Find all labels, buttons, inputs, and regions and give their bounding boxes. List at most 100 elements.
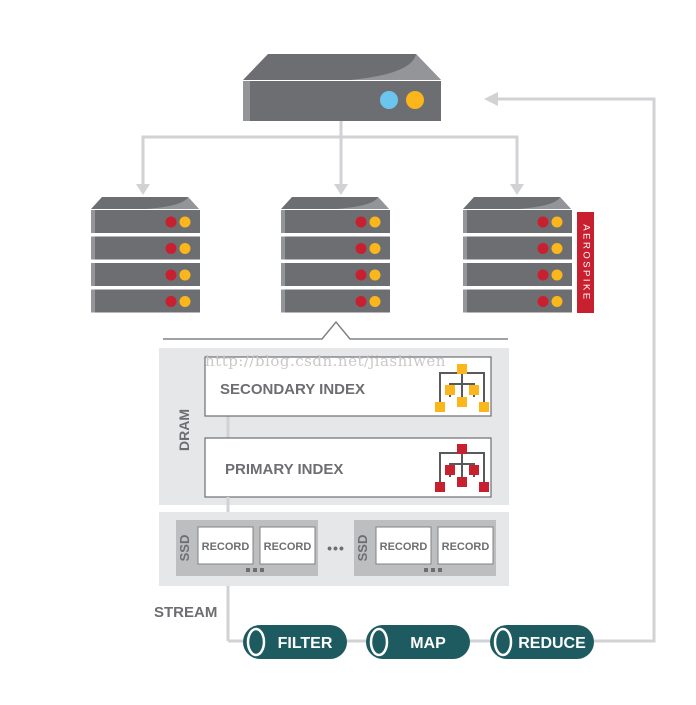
led-yellow-icon [179, 243, 191, 254]
led-red-icon [165, 243, 177, 254]
server-unit [463, 236, 572, 260]
unit-edge [281, 236, 285, 260]
unit-edge [463, 263, 467, 286]
led-yellow-icon [179, 216, 191, 228]
pipe-opening-icon [493, 627, 513, 657]
node-top-highlight [146, 197, 199, 209]
unit-edge [463, 236, 467, 260]
led-yellow-icon [369, 296, 381, 307]
record-box [259, 526, 316, 565]
stream-stages: FILTER MAP REDUCE [243, 625, 594, 659]
more-dot [253, 568, 257, 572]
led-yellow-icon [179, 296, 191, 307]
arrow-down-icon [136, 184, 150, 195]
tree-hierarchy-icon [435, 364, 489, 412]
led-yellow-icon [551, 269, 563, 281]
led-red-icon [537, 269, 549, 281]
cluster-node [91, 197, 200, 313]
record-label: RECORD [380, 541, 428, 553]
client-server [243, 54, 441, 121]
stage-reduce: REDUCE [490, 625, 594, 659]
server-unit [91, 263, 200, 286]
tree-node [469, 465, 479, 475]
tree-node [445, 465, 455, 475]
stage-pipe [490, 625, 594, 659]
more-dot [431, 568, 435, 572]
led-red-icon [537, 216, 549, 228]
ssd-ellipsis: ••• [327, 540, 345, 556]
unit-body [463, 289, 572, 313]
watermark-text: http://blog.csdn.net/jiashiwen [205, 352, 446, 370]
ssd-label: SSD [177, 535, 192, 562]
record-box [375, 526, 432, 565]
unit-body [281, 289, 390, 313]
fanout-arrowheads [136, 184, 524, 195]
server-unit [91, 210, 200, 233]
unit-edge [91, 210, 95, 233]
node-top-highlight [336, 197, 389, 209]
primary-index-box: PRIMARY INDEX [204, 437, 492, 498]
unit-edge [281, 289, 285, 313]
led-red-icon [355, 216, 367, 228]
server-unit [463, 263, 572, 286]
brand-label: AEROSPIKE [580, 223, 591, 302]
unit-body [91, 289, 200, 313]
tree-node [469, 385, 479, 395]
server-unit [463, 210, 572, 233]
aerospike-logo: AEROSPIKE [577, 212, 594, 313]
more-dot [246, 568, 250, 572]
server-unit [281, 236, 390, 260]
tree-node [435, 482, 445, 492]
arrow-down-icon [334, 184, 348, 195]
led-red-icon [537, 296, 549, 307]
server-unit [281, 289, 390, 313]
node-top-highlight [518, 197, 571, 209]
dram-label: DRAM [176, 409, 192, 451]
server-unit [463, 289, 572, 313]
pipe-opening-icon [369, 627, 389, 657]
stage-label: MAP [410, 635, 446, 652]
led-yellow-icon [551, 216, 563, 228]
detail-bracket [163, 320, 508, 340]
led-yellow-icon [406, 91, 424, 109]
unit-body [463, 210, 572, 233]
tree-node [479, 482, 489, 492]
cluster-nodes [91, 197, 572, 313]
stage-pipe [243, 625, 347, 659]
server-unit [91, 289, 200, 313]
record-label: RECORD [442, 541, 490, 553]
pipe-opening-icon [246, 627, 266, 657]
server-unit [91, 236, 200, 260]
tree-hierarchy-icon [435, 444, 489, 492]
record-box [197, 526, 254, 565]
cluster-node [281, 197, 390, 313]
stage-filter: FILTER [243, 625, 347, 659]
unit-body [91, 210, 200, 233]
unit-edge [463, 210, 467, 233]
led-yellow-icon [179, 269, 191, 281]
connector-to-node-1 [141, 121, 343, 185]
stage-pipe [366, 625, 470, 659]
led-yellow-icon [369, 216, 381, 228]
cluster-node [463, 197, 572, 313]
unit-edge [91, 236, 95, 260]
record-box [437, 526, 494, 565]
secondary-index-label: SECONDARY INDEX [220, 381, 365, 398]
stream-label: STREAM [154, 604, 217, 621]
stage-label: FILTER [278, 635, 333, 652]
tree-node [457, 444, 467, 454]
more-dot [260, 568, 264, 572]
unit-body [281, 210, 390, 233]
led-red-icon [165, 296, 177, 307]
ssd-label: SSD [355, 535, 370, 562]
unit-edge [463, 289, 467, 313]
tree-node [445, 385, 455, 395]
unit-body [463, 263, 572, 286]
led-yellow-icon [551, 243, 563, 254]
led-red-icon [165, 216, 177, 228]
unit-edge [281, 263, 285, 286]
unit-edge [281, 210, 285, 233]
tree-node [457, 477, 467, 487]
stage-label: REDUCE [518, 635, 586, 652]
